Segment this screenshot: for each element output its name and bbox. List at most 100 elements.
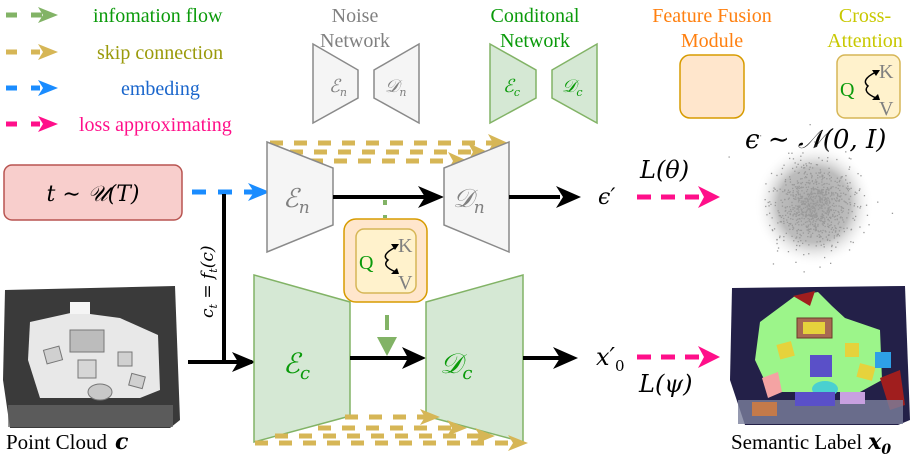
noise-point [803, 192, 805, 194]
noise-point [805, 214, 807, 216]
noise-point [810, 218, 813, 220]
noise-point [803, 271, 805, 273]
noise-point [828, 175, 831, 177]
noise-point [863, 231, 865, 234]
noise-point [827, 213, 829, 216]
noise-point [801, 190, 803, 192]
noise-point [806, 165, 808, 167]
eps-prime-output: ϵ′ [598, 185, 615, 210]
noise-point [823, 221, 825, 223]
noise-point [804, 215, 806, 217]
noise-point [849, 182, 851, 184]
noise-point [797, 207, 799, 209]
noise-point [859, 207, 861, 209]
noise-point [807, 199, 809, 201]
noise-point [813, 207, 816, 209]
noise-point [812, 199, 814, 201]
noise-point [785, 184, 787, 186]
noise-point [785, 232, 787, 234]
noise-point [791, 204, 793, 207]
noise-point [827, 223, 829, 225]
noise-point [809, 215, 811, 217]
noise-point [825, 198, 827, 200]
noise-point [843, 227, 845, 230]
noise-point [824, 183, 826, 185]
noise-point [800, 155, 802, 157]
noise-point [839, 179, 841, 182]
noise-point [836, 235, 838, 237]
noise-point [830, 209, 833, 211]
noise-point [795, 187, 798, 190]
noise-point [828, 220, 830, 222]
noise-point [815, 220, 817, 223]
noise-point [828, 234, 830, 236]
noise-point [822, 192, 824, 194]
noise-point [807, 186, 810, 188]
noise-point [793, 240, 795, 242]
noise-point [802, 186, 804, 188]
noise-point [797, 190, 800, 192]
noise-point [839, 185, 841, 187]
noise-point [840, 209, 842, 211]
noise-point [774, 204, 776, 207]
skip-connections-cond [255, 409, 528, 451]
noise-point [830, 216, 832, 218]
noise-point [808, 168, 810, 171]
noise-point [826, 187, 829, 189]
noise-point [820, 205, 823, 208]
key-noise-network: Noise Network ℰn 𝒟n [312, 5, 420, 125]
green-arrowhead-icon [38, 7, 58, 23]
noise-point [836, 158, 838, 161]
noise-point [809, 209, 811, 211]
noise-point [838, 199, 841, 201]
noise-point [817, 192, 819, 194]
noise-point [795, 194, 798, 196]
noise-point [769, 201, 771, 203]
noise-point [818, 191, 820, 193]
noise-point [808, 179, 810, 182]
noise-point [830, 209, 832, 212]
noise-point [786, 219, 788, 221]
noise-point [817, 174, 819, 176]
noise-point [831, 198, 833, 201]
noise-point [848, 209, 850, 211]
noise-point [843, 200, 845, 202]
noise-point [800, 220, 802, 222]
noise-point [786, 193, 789, 195]
noise-point [836, 193, 839, 195]
key-noise-decoder-shape [373, 42, 420, 125]
semantic-object [762, 372, 782, 398]
semantic-label-image [730, 286, 910, 425]
noise-point [819, 195, 821, 197]
noise-point [840, 206, 842, 208]
noise-point [854, 191, 856, 193]
noise-point [814, 227, 817, 229]
noise-point [793, 195, 795, 197]
noise-point [796, 190, 798, 193]
noise-point [810, 206, 812, 208]
noise-point [816, 235, 818, 237]
noise-point [810, 234, 812, 236]
skip-arrowhead-icon [508, 435, 528, 451]
noise-point [821, 159, 823, 162]
noise-point [811, 175, 813, 177]
noise-point [826, 211, 828, 213]
noise-point [850, 228, 853, 230]
noise-point [818, 190, 820, 192]
noise-point [778, 215, 780, 217]
noise-point [792, 214, 794, 216]
noise-point [799, 237, 801, 239]
key-noise-encoder-label: ℰn [329, 76, 347, 99]
noise-point [822, 203, 824, 205]
noise-point [803, 223, 805, 225]
noise-point [799, 245, 801, 247]
semantic-table [755, 292, 882, 392]
noise-point [831, 227, 833, 229]
noise-point [809, 193, 811, 196]
noise-point [791, 224, 793, 226]
noise-point [817, 186, 819, 188]
noise-point [798, 187, 800, 189]
noise-point [831, 192, 833, 194]
noise-point [792, 187, 794, 190]
noise-point [846, 217, 848, 219]
